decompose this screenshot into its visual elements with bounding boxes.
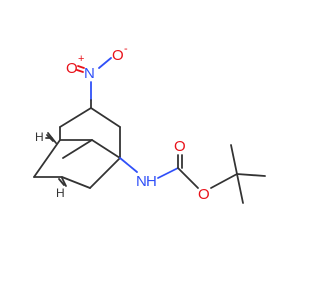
atom-nitro-n: N (84, 65, 95, 82)
bond-tbu-2 (230, 144, 238, 175)
bond-c-o-ester (177, 167, 199, 189)
charge-nitro-plus: + (78, 53, 84, 65)
atom-h-top: H (35, 130, 44, 144)
atom-ester-o: O (198, 186, 210, 203)
bond-tbu-1 (236, 173, 266, 177)
adamantane-cage (33, 99, 121, 189)
stereo-wedges (45, 132, 67, 187)
charge-nitro-minus: - (124, 43, 128, 55)
structure-svg: O + N O - H H N H O (33, 43, 266, 204)
bond-c-n (119, 157, 138, 173)
atom-h-bottom: H (56, 186, 65, 200)
atom-amide-n: N (136, 173, 147, 190)
nitro-bonds (76, 57, 112, 101)
bond-tbu-3 (236, 173, 244, 204)
bond-n-c (157, 167, 179, 179)
atom-amide-h: H (146, 173, 157, 190)
atom-nitro-o-right: O (112, 47, 124, 64)
atom-carbonyl-o: O (174, 138, 186, 155)
atom-nitro-o-left: O (66, 60, 78, 77)
bond-o-c (210, 173, 238, 189)
molecule-diagram: O + N O - H H N H O (33, 43, 266, 204)
